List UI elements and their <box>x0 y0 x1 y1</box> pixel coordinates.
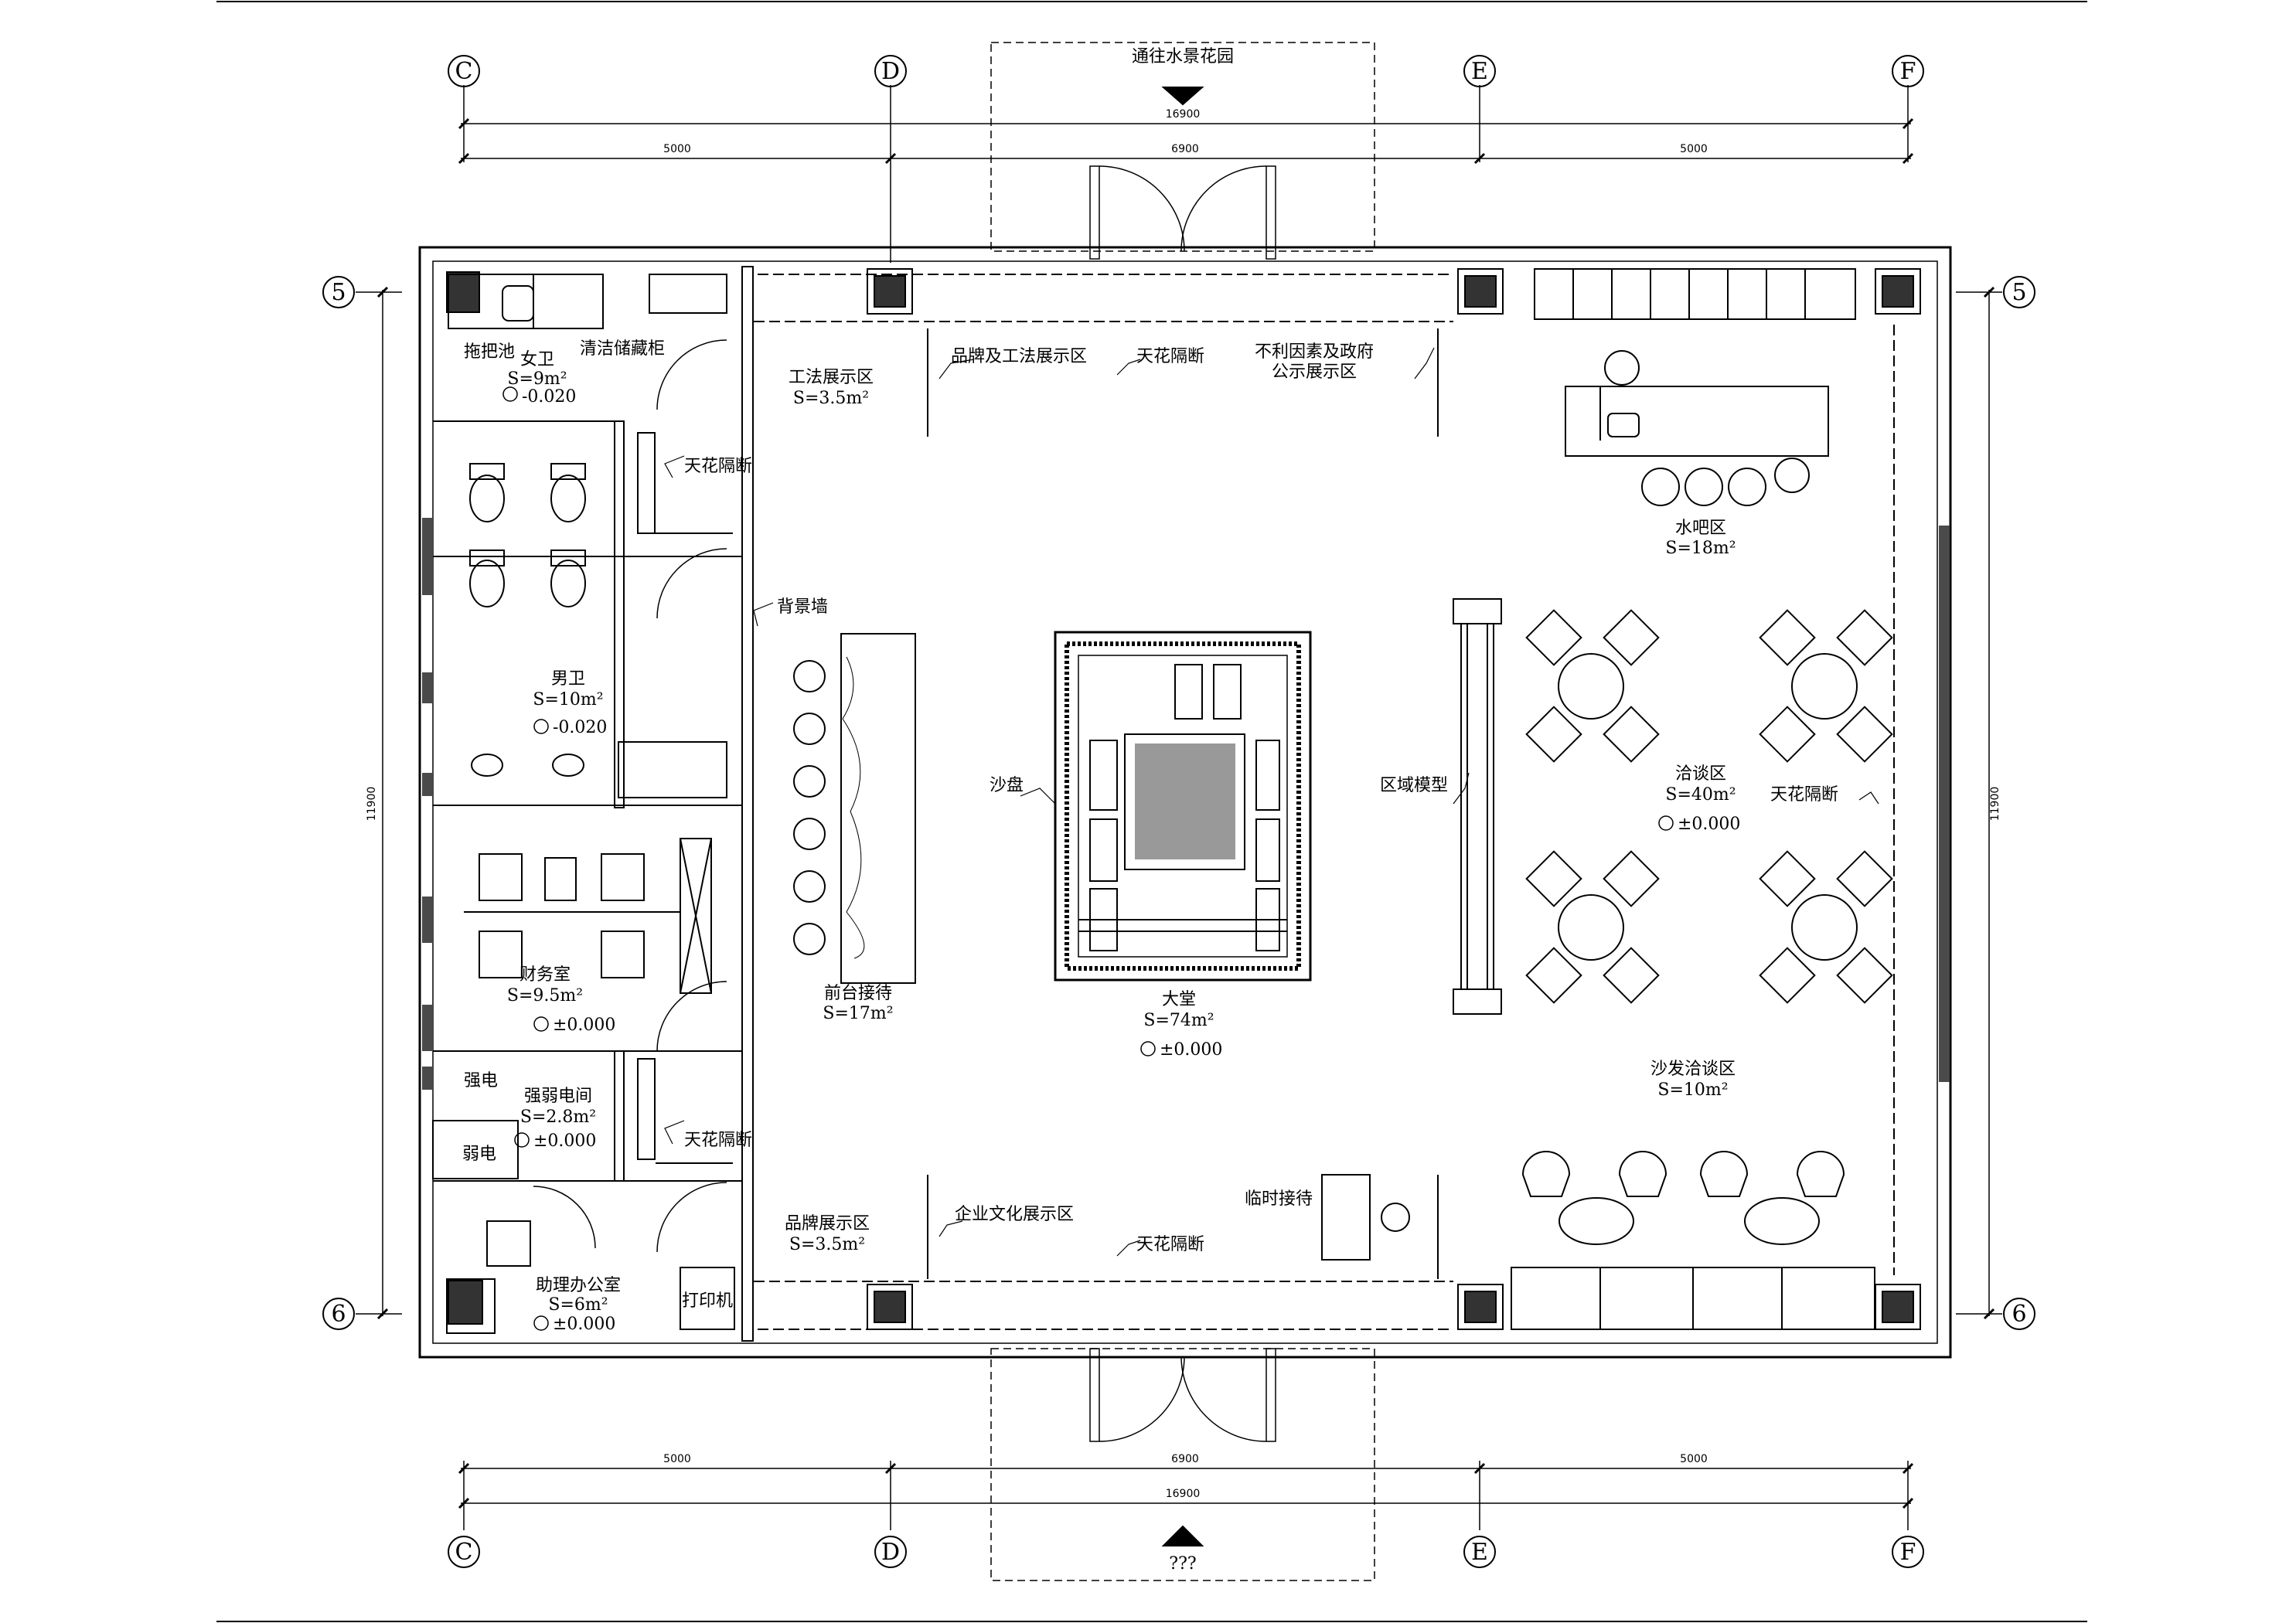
dim-left-height: 11900 <box>366 787 378 822</box>
brand-display-name: 品牌展示区 <box>785 1214 870 1233</box>
finance-name: 财务室 <box>519 965 571 985</box>
electrical-area: S=2.8m² <box>520 1108 596 1127</box>
electrical-name: 强弱电间 <box>524 1087 592 1106</box>
female-wc-level: -0.020 <box>522 387 576 407</box>
axis-top-d: D <box>881 58 900 85</box>
window-hatches <box>422 518 1950 1090</box>
doors <box>533 165 1276 1442</box>
axis-bottom-c: C <box>455 1539 473 1566</box>
printer-label: 打印机 <box>682 1291 733 1311</box>
regional-model-label: 区域模型 <box>1380 776 1448 795</box>
axis-top-f: F <box>1900 58 1916 85</box>
sofa-area-name: 沙发洽谈区 <box>1650 1060 1736 1079</box>
temp-reception-label: 临时接待 <box>1245 1189 1313 1209</box>
water-bar <box>1534 268 1856 506</box>
craft-display-name: 工法展示区 <box>789 368 874 387</box>
brand-craft-display-label: 品牌及工法展示区 <box>951 347 1087 366</box>
back-wall-label: 背景墙 <box>777 597 828 617</box>
level-markers <box>502 386 1674 1331</box>
strong-power-label: 强电 <box>464 1071 498 1091</box>
public-notice-label-2: 公示展示区 <box>1272 362 1357 382</box>
ceiling-partition-label-4: 天花隔断 <box>1136 1235 1204 1254</box>
dim-bottom-seg-1: 5000 <box>663 1453 691 1465</box>
ceiling-partition-label-3: 天花隔断 <box>1136 347 1204 366</box>
dim-bottom-total: 16900 <box>1166 1488 1201 1500</box>
finance-furniture <box>464 853 680 978</box>
dim-right-height: 11900 <box>1989 787 2001 822</box>
lobby-area: S=74m² <box>1143 1011 1214 1030</box>
reception-furniture <box>793 633 916 984</box>
regional-model <box>1453 598 1502 1015</box>
axis-bottom-d: D <box>881 1539 900 1566</box>
male-wc-area: S=10m² <box>533 690 603 709</box>
finance-area: S=9.5m² <box>507 986 583 1005</box>
top-entrance-zone <box>990 42 1375 252</box>
brand-display-area: S=3.5m² <box>789 1235 865 1254</box>
electrical-level: ±0.000 <box>533 1131 596 1151</box>
ceiling-partition-lines <box>754 274 1895 1330</box>
dim-bottom-seg-3: 5000 <box>1680 1453 1708 1465</box>
finance-level: ±0.000 <box>553 1016 615 1035</box>
dim-top-seg-1: 5000 <box>663 143 691 155</box>
axis-right-6: 6 <box>2012 1301 2026 1328</box>
lobby-name: 大堂 <box>1162 990 1196 1009</box>
male-wc-name: 男卫 <box>551 669 585 689</box>
mop-pool-label: 拖把池 <box>464 342 515 362</box>
negotiation-tables <box>1525 609 1893 1004</box>
sofa-area-area: S=10m² <box>1657 1080 1728 1100</box>
axis-left-5: 5 <box>331 279 346 306</box>
negotiation-level: ±0.000 <box>1678 815 1740 834</box>
bottom-entrance-zone <box>990 1348 1375 1581</box>
structural-columns <box>446 268 1921 1334</box>
sand-table-label: 沙盘 <box>990 776 1024 795</box>
female-wc-area: S=9m² <box>507 369 567 389</box>
ceiling-partition-label-1: 天花隔断 <box>684 457 752 476</box>
axis-top-c: C <box>455 58 473 85</box>
axis-left-6: 6 <box>331 1301 346 1328</box>
male-wc-level: -0.020 <box>553 718 607 737</box>
toilets <box>469 285 586 777</box>
negotiation-area: S=40m² <box>1665 785 1736 805</box>
axis-right-5: 5 <box>2012 279 2026 306</box>
negotiation-name: 洽谈区 <box>1675 764 1726 784</box>
female-wc-name: 女卫 <box>520 350 554 369</box>
service-wing-walls <box>432 266 754 1342</box>
enterprise-culture-label: 企业文化展示区 <box>955 1205 1074 1224</box>
top-entrance-label: 通往水景花园 <box>1132 47 1234 66</box>
bottom-entrance-arrow <box>1161 1525 1204 1546</box>
inner-wall-line <box>432 260 1938 1344</box>
ceiling-partition-label-5: 天花隔断 <box>1770 785 1838 805</box>
water-bar-area: S=18m² <box>1665 539 1736 558</box>
axis-bottom-f: F <box>1900 1539 1916 1566</box>
sand-table <box>1054 631 1312 982</box>
bottom-entrance-label: ??? <box>1169 1554 1196 1574</box>
ceiling-partition-label-2: 天花隔断 <box>684 1131 752 1150</box>
assistant-level: ±0.000 <box>553 1315 615 1334</box>
axis-bottom-e: E <box>1471 1539 1488 1566</box>
cleaning-cabinet-label: 清洁储藏柜 <box>580 339 665 359</box>
water-bar-name: 水吧区 <box>1675 519 1726 538</box>
reception-area: S=17m² <box>823 1004 893 1023</box>
sofa-area <box>1321 1151 1875 1330</box>
weak-power-label: 弱电 <box>462 1145 496 1164</box>
dim-top-seg-2: 6900 <box>1171 143 1199 155</box>
leader-lines <box>664 347 1879 1257</box>
reception-name: 前台接待 <box>824 984 892 1003</box>
dim-top-total: 16900 <box>1166 108 1201 121</box>
outer-wall <box>418 246 1952 1359</box>
dim-bottom-seg-2: 6900 <box>1171 1453 1199 1465</box>
assistant-area: S=6m² <box>548 1295 608 1315</box>
public-notice-label-1: 不利因素及政府 <box>1255 342 1374 362</box>
top-entrance-arrow <box>1161 87 1204 106</box>
craft-display-area: S=3.5m² <box>793 389 869 408</box>
assistant-name: 助理办公室 <box>536 1276 621 1295</box>
axis-bubbles <box>322 55 2035 1568</box>
axis-top-e: E <box>1471 58 1488 85</box>
dim-top-seg-3: 5000 <box>1680 143 1708 155</box>
lobby-level: ±0.000 <box>1160 1040 1222 1060</box>
dimension-lines <box>376 117 1995 1509</box>
display-partitions <box>927 328 1439 1279</box>
